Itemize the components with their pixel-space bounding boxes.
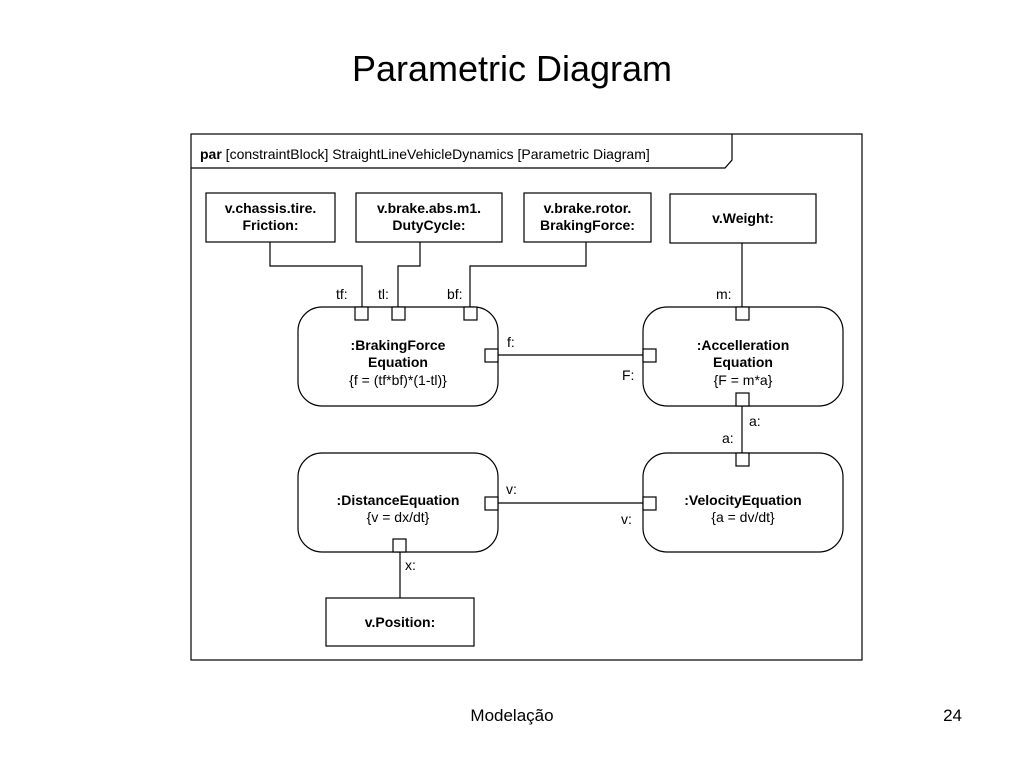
port-label-F: F:: [622, 367, 634, 383]
port-v-in[interactable]: [642, 496, 657, 511]
connector-dutycycle-tl: [397, 242, 421, 307]
value-position[interactable]: v.Position:: [325, 597, 475, 647]
svg-text::DistanceEquation: :DistanceEquation: [337, 492, 460, 508]
slide-title: Parametric Diagram: [351, 48, 673, 89]
port-m[interactable]: [735, 306, 750, 321]
port-label-bf: bf:: [447, 286, 463, 302]
connectors: [269, 242, 743, 598]
connector-brakingforce-bf: [469, 242, 587, 307]
port-label-x: x:: [405, 557, 416, 573]
svg-text:{f = (tf*bf)*(1-tl)}: {f = (tf*bf)*(1-tl)}: [349, 372, 447, 388]
svg-text:Friction:: Friction:: [243, 217, 299, 233]
frame-label: par [constraintBlock] StraightLineVehicl…: [200, 146, 650, 162]
port-bf[interactable]: [463, 306, 478, 321]
constraint-distance[interactable]: :DistanceEquation {v = dx/dt}: [297, 452, 499, 553]
svg-text::VelocityEquation: :VelocityEquation: [684, 492, 801, 508]
port-f[interactable]: [484, 348, 499, 363]
value-duty-cycle[interactable]: v.brake.abs.m1. DutyCycle:: [355, 192, 503, 243]
svg-text:v.chassis.tire.: v.chassis.tire.: [225, 200, 317, 216]
diagram-frame: [190, 133, 863, 661]
port-x[interactable]: [392, 538, 407, 553]
port-a-out[interactable]: [735, 392, 750, 407]
svg-text:Equation: Equation: [368, 354, 428, 370]
footer-text: Modelação: [470, 706, 554, 725]
ports: [354, 306, 750, 553]
svg-text::BrakingForce: :BrakingForce: [351, 337, 446, 353]
port-label-a-out: a:: [749, 413, 761, 429]
svg-text::Accelleration: :Accelleration: [697, 337, 790, 353]
port-v-out[interactable]: [484, 496, 499, 511]
svg-text:{v = dx/dt}: {v = dx/dt}: [367, 509, 430, 525]
port-label-v-out: v:: [506, 481, 517, 497]
value-braking-force[interactable]: v.brake.rotor. BrakingForce:: [523, 192, 652, 243]
constraint-velocity[interactable]: :VelocityEquation {a = dv/dt}: [642, 452, 844, 553]
port-label-tf: tf:: [336, 286, 348, 302]
svg-text:BrakingForce:: BrakingForce:: [540, 217, 635, 233]
port-a-in[interactable]: [735, 452, 750, 467]
svg-text:DutyCycle:: DutyCycle:: [392, 217, 465, 233]
svg-text:v.Weight:: v.Weight:: [712, 210, 774, 226]
port-labels: tf: tl: bf: f: F: m: a: a: v: v: x:: [336, 286, 761, 573]
connector-friction-tf: [269, 242, 363, 307]
port-label-tl: tl:: [378, 286, 389, 302]
svg-text:v.Position:: v.Position:: [365, 614, 436, 630]
port-tf[interactable]: [354, 306, 369, 321]
constraint-accelleration[interactable]: :Accelleration Equation {F = m*a}: [642, 306, 844, 407]
port-label-a-in: a:: [722, 430, 734, 446]
value-friction[interactable]: v.chassis.tire. Friction:: [205, 192, 336, 243]
port-label-f: f:: [507, 334, 515, 350]
page-number: 24: [943, 706, 962, 725]
svg-text:{a = dv/dt}: {a = dv/dt}: [711, 509, 775, 525]
svg-text:Equation: Equation: [713, 354, 773, 370]
svg-text:v.brake.rotor.: v.brake.rotor.: [544, 200, 632, 216]
port-tl[interactable]: [391, 306, 406, 321]
port-F[interactable]: [642, 348, 657, 363]
port-label-m: m:: [716, 286, 732, 302]
port-label-v-in: v:: [621, 511, 632, 527]
svg-text:{F = m*a}: {F = m*a}: [714, 372, 773, 388]
constraint-braking-force[interactable]: :BrakingForce Equation {f = (tf*bf)*(1-t…: [297, 306, 499, 407]
value-weight[interactable]: v.Weight:: [669, 193, 817, 244]
svg-text:v.brake.abs.m1.: v.brake.abs.m1.: [377, 200, 481, 216]
frame-label-tab: [191, 134, 733, 169]
